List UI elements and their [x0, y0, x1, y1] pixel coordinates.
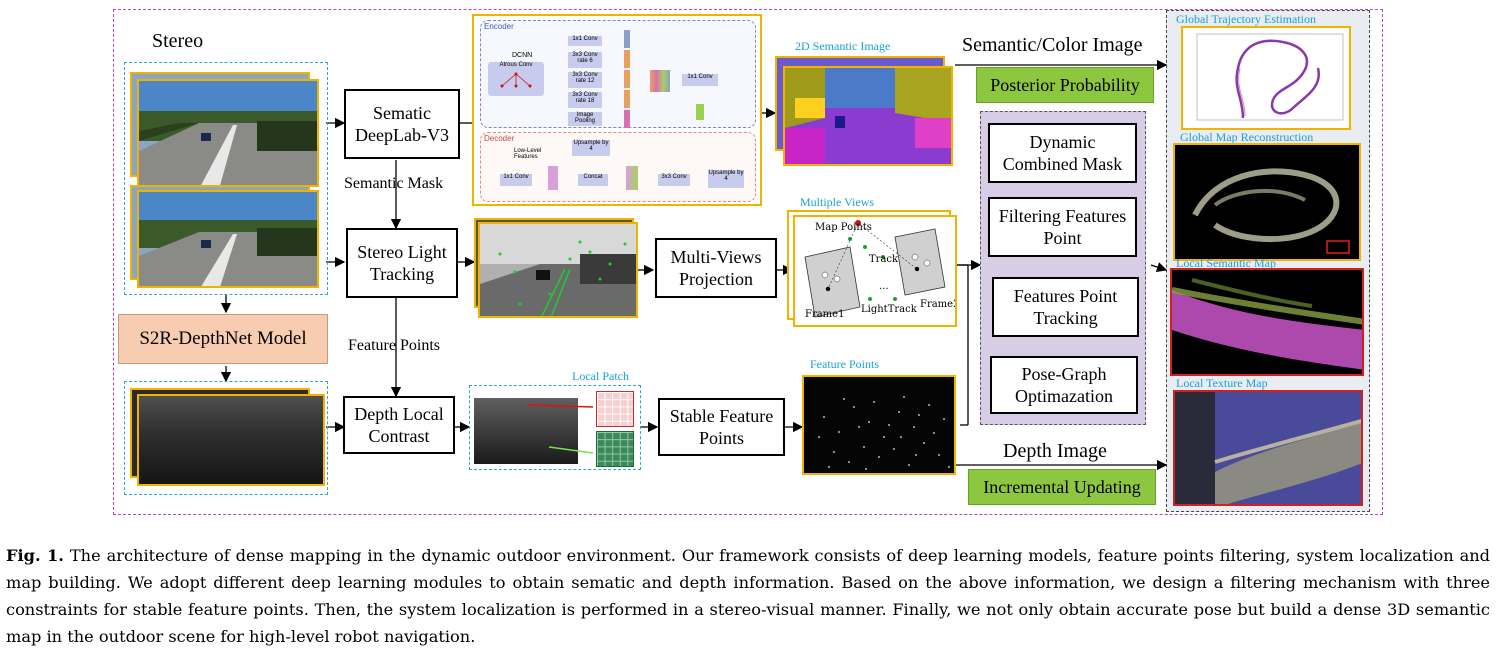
posterior-probability-box: Posterior Probability	[976, 67, 1154, 103]
low-level-features: Low-Level Features	[514, 148, 542, 160]
atrous-conv-block: Atrous Conv	[488, 62, 544, 96]
image-pooling: Image Pooling	[568, 112, 602, 126]
multi-view-geometry	[804, 220, 946, 318]
semantic-segmentation	[785, 68, 951, 164]
stereo-label: Stereo	[152, 30, 204, 52]
dec-upsample-4: Upsample by 4	[708, 170, 744, 188]
depth-group	[124, 381, 328, 495]
deeplab-box: Sematic DeepLab-V3	[344, 89, 460, 159]
caption-text: The architecture of dense mapping in the…	[6, 546, 1491, 646]
semantic-image-label: 2D Semantic Image	[795, 39, 891, 53]
multi-views-projection-box: Multi-Views Projection	[655, 238, 777, 298]
feature-map-2	[624, 50, 630, 68]
road-scene-2	[139, 192, 317, 286]
global-trajectory-image	[1181, 26, 1351, 130]
feature-points-image	[802, 375, 956, 475]
semantic-color-image-label: Semantic/Color Image	[962, 34, 1143, 56]
decoder-label: Decoder	[484, 134, 515, 143]
stereo-light-tracking-box: Stereo Light Tracking	[346, 228, 458, 298]
mv-frame2: Frame2	[920, 299, 957, 310]
global-map-cloud	[1192, 168, 1350, 254]
outer-frame	[113, 9, 1383, 515]
conv-3x3-r6: 3x3 Conv rate 6	[568, 52, 602, 68]
road-scene-1	[139, 81, 317, 185]
upsample-4: Upsample by 4	[572, 140, 610, 156]
texture-map-cloud	[1175, 392, 1361, 504]
patch-green-grid	[596, 431, 634, 467]
figure-caption: Fig. 1. The architecture of dense mappin…	[6, 542, 1490, 650]
tracking-grayscale	[480, 224, 636, 316]
feature-points-cloud	[818, 396, 950, 470]
tracking-image	[478, 222, 638, 318]
incremental-updating-box: Incremental Updating	[968, 469, 1156, 505]
trajectory-plot	[1196, 33, 1344, 121]
caption-label: Fig. 1.	[6, 546, 64, 565]
stereo-group	[124, 62, 328, 295]
feature-map-5	[624, 110, 630, 128]
dcnn-label: DCNN	[512, 52, 533, 59]
dec-map-2	[626, 166, 638, 190]
mv-light-track: LightTrack	[861, 304, 917, 315]
mv-dots: ...	[879, 281, 889, 292]
conv-3x3-r12: 3x3 Conv rate 12	[568, 72, 602, 88]
pose-graph-optimization-box: Pose-Graph Optimazation	[990, 356, 1138, 414]
conv-3x3-r18: 3x3 Conv rate 18	[568, 92, 602, 108]
s2r-depthnet-box: S2R-DepthNet Model	[118, 314, 328, 364]
dec-concat: Concat	[578, 174, 608, 186]
patch-red-grid	[596, 391, 634, 427]
semantic-image	[783, 66, 953, 166]
atrous-dots	[500, 72, 532, 88]
global-map-image	[1173, 143, 1361, 261]
dec-conv-3x3: 3x3 Conv	[658, 174, 690, 186]
conv-1x1: 1x1 Conv	[568, 36, 602, 46]
local-patch-label: Local Patch	[572, 369, 629, 383]
semantic-map-cloud	[1172, 278, 1362, 370]
decoder-panel	[480, 132, 756, 202]
atrous-conv-label: Atrous Conv	[499, 62, 533, 68]
filtering-features-point-box: Filtering Features Point	[988, 197, 1137, 257]
feature-map-1	[624, 30, 630, 48]
stable-feature-points-box: Stable Feature Points	[658, 398, 785, 456]
concat-stack	[650, 70, 670, 92]
stereo-image-left	[137, 79, 319, 187]
dynamic-combined-mask-box: Dynamic Combined Mask	[988, 123, 1137, 183]
depth-image	[137, 394, 325, 486]
semantic-mask-label: Semantic Mask	[344, 175, 444, 192]
mv-map-points: Map Points	[815, 222, 872, 233]
features-point-tracking-box: Features Point Tracking	[992, 277, 1139, 337]
multiple-views-image: Map Points Track ... LightTrack Frame1 F…	[793, 215, 957, 327]
feature-points-label: Feature Points	[348, 337, 440, 354]
depth-local-contrast-box: Depth Local Contrast	[343, 396, 455, 454]
encoder-label: Encoder	[484, 22, 514, 31]
local-patch-group	[469, 385, 641, 470]
dec-map-1	[548, 166, 558, 190]
dec-conv-1x1: 1x1 Conv	[500, 174, 532, 186]
stereo-image-right	[137, 190, 319, 288]
encoder-out	[696, 104, 704, 120]
feature-map-4	[624, 90, 630, 108]
local-patch-arrows	[528, 404, 594, 454]
global-trajectory-label: Global Trajectory Estimation	[1176, 12, 1316, 26]
global-map-label: Global Map Reconstruction	[1180, 130, 1314, 144]
deeplab-network: Encoder Decoder DCNN Atrous Conv 1x1 Con…	[472, 14, 762, 206]
local-semantic-map-image	[1170, 268, 1364, 376]
mv-frame1: Frame1	[805, 309, 845, 320]
feature-points-img-label: Feature Points	[810, 357, 879, 371]
conv-1x1-b: 1x1 Conv	[682, 74, 718, 86]
mv-track: Track	[869, 254, 899, 265]
depth-image-label: Depth Image	[1003, 440, 1107, 462]
local-texture-map-label: Local Texture Map	[1176, 376, 1268, 390]
feature-map-3	[624, 70, 630, 88]
local-semantic-map-label: Local Semantic Map	[1176, 256, 1276, 270]
local-texture-map-image	[1173, 390, 1363, 506]
local-patch-depth	[474, 398, 578, 464]
multiple-views-label: Multiple Views	[800, 195, 875, 209]
